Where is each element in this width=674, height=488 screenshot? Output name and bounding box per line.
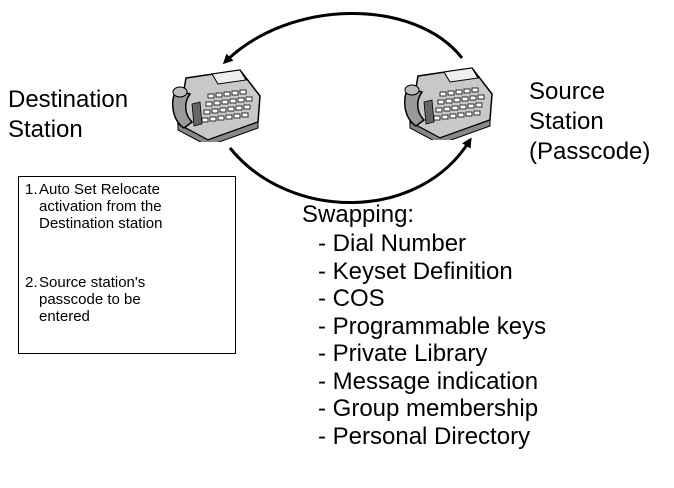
swapping-item: - COS — [318, 285, 385, 312]
destination-label-line2: Station — [8, 116, 83, 143]
procedure-note-box: 1. Auto Set Relocate activation from the… — [18, 176, 236, 354]
arrow-destination-to-source — [228, 137, 472, 204]
swapping-title: Swapping: — [302, 201, 415, 228]
arrow-source-to-destination — [222, 12, 464, 65]
source-label-line3: (Passcode) — [529, 138, 651, 165]
source-phone-icon — [403, 67, 493, 140]
source-label-line1: Source — [529, 78, 606, 105]
note-item-text: Source station's passcode to be entered — [39, 274, 146, 325]
destination-label-line1: Destination — [8, 86, 129, 113]
swapping-item: - Programmable keys — [318, 312, 547, 340]
swapping-item: - Message indication — [318, 367, 539, 395]
note-item-text: Auto Set Relocate activation from the De… — [39, 181, 163, 232]
swapping-item: - Personal Directory — [318, 422, 531, 450]
destination-phone-icon — [171, 69, 261, 142]
swapping-item: - Dial Number — [318, 230, 467, 257]
swapping-item: - Private Library — [318, 340, 488, 367]
source-label-line2: Station — [529, 108, 604, 135]
note-item-number: 2. — [25, 274, 38, 291]
swapping-item: - Group membership — [318, 395, 539, 422]
note-item-number: 1. — [25, 181, 38, 198]
swapping-list: - Dial Number - Keyset Definition - COS … — [318, 230, 546, 450]
swapping-item: - Keyset Definition — [318, 257, 513, 285]
